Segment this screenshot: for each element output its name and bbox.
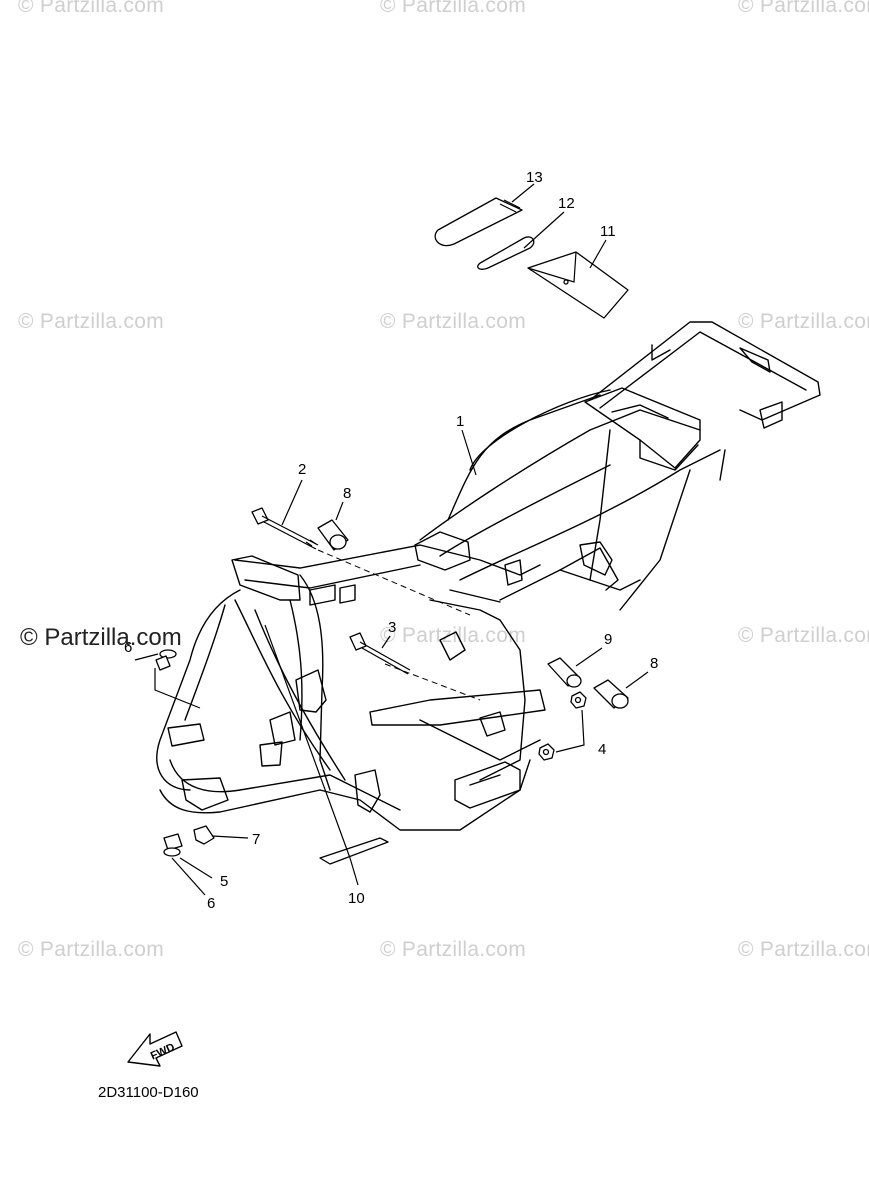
o-ring-6-lower[interactable] (163, 847, 181, 857)
strap-13[interactable] (434, 197, 523, 247)
watermark: © Partzilla.com (380, 310, 527, 333)
watermark: © Partzilla.com (18, 310, 165, 333)
grommet-5[interactable] (163, 833, 183, 851)
callout-4: 4 (598, 741, 606, 758)
callout-7: 7 (252, 831, 260, 848)
bolt-2[interactable] (251, 507, 319, 550)
o-ring-6-upper[interactable] (155, 649, 177, 671)
collar-8-upper[interactable] (317, 519, 349, 551)
watermark: © Partzilla.com (738, 938, 869, 961)
watermark: © Partzilla.com (738, 624, 869, 647)
callout-8-upper: 8 (343, 485, 351, 502)
callout-9: 9 (604, 631, 612, 648)
nut-4-lower[interactable] (538, 743, 555, 761)
callout-10: 10 (348, 890, 365, 907)
callout-6-upper: 6 (124, 639, 132, 656)
label-10[interactable] (319, 837, 389, 865)
callout-2: 2 (298, 461, 306, 478)
collar-8-lower[interactable] (593, 679, 629, 709)
fwd-arrow-icon: FWD (127, 1031, 183, 1067)
fitting-7[interactable] (193, 825, 215, 845)
band-12[interactable] (477, 236, 535, 270)
watermark: © Partzilla.com (380, 624, 527, 647)
callout-1: 1 (456, 413, 464, 430)
diagram-code: 2D31100-D160 (98, 1084, 199, 1101)
watermark: © Partzilla.com (738, 0, 869, 17)
callout-12: 12 (558, 195, 575, 212)
tool-bag-11[interactable] (527, 251, 629, 319)
collar-9[interactable] (547, 657, 582, 688)
callout-6-lower: 6 (207, 895, 215, 912)
watermark-primary: © Partzilla.com (20, 624, 182, 651)
callout-3: 3 (388, 619, 396, 636)
nut-4-upper[interactable] (570, 691, 587, 709)
bolt-3[interactable] (349, 632, 411, 675)
watermark: © Partzilla.com (380, 0, 527, 17)
watermark: © Partzilla.com (738, 310, 869, 333)
callout-11: 11 (600, 223, 616, 240)
watermark: © Partzilla.com (18, 938, 165, 961)
watermark: © Partzilla.com (18, 0, 165, 17)
watermark: © Partzilla.com (380, 938, 527, 961)
callout-13: 13 (526, 169, 543, 186)
leader-lines (134, 183, 649, 896)
callout-8-lower: 8 (650, 655, 658, 672)
callout-5: 5 (220, 873, 228, 890)
frame-assembly[interactable] (156, 321, 821, 831)
